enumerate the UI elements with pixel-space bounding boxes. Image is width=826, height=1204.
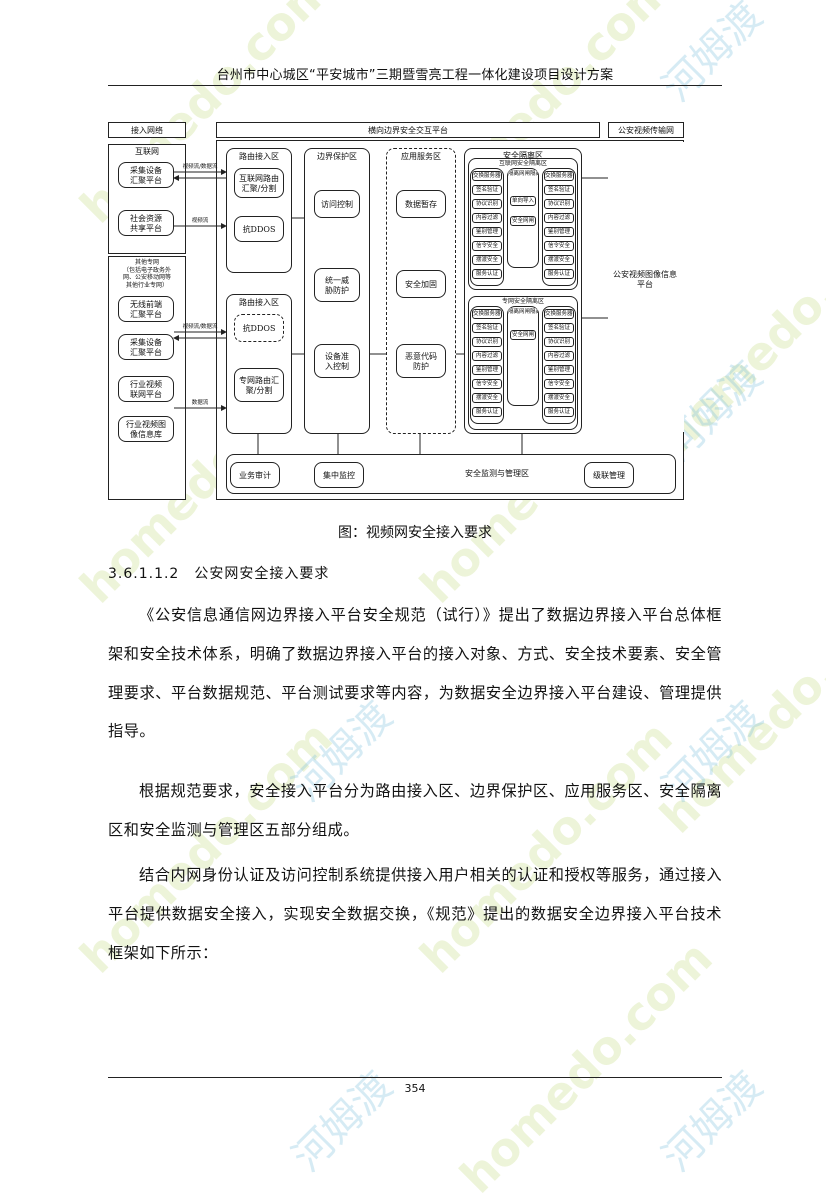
watermark-cn: 河姆渡 — [654, 1063, 772, 1181]
stack-item: 鉴别管理 — [544, 227, 574, 237]
stack-item: 摆渡安全 — [472, 255, 502, 265]
stack-item: 协议识别 — [472, 199, 502, 209]
public-video-network-header: 公安视频传输网 — [608, 122, 684, 138]
paragraph: 根据规范要求，安全接入平台分为路由接入区、边界保护区、应用服务区、安全隔离区和安… — [108, 782, 722, 839]
stack-item: 鉴别管理 — [472, 365, 502, 375]
stack-item: 签名验证 — [544, 185, 574, 195]
stack-item: 协议识别 — [544, 199, 574, 209]
stack-item: 安全网闸 — [510, 216, 536, 226]
unified-threat-protection: 统一威 胁防护 — [314, 268, 360, 302]
stack-header: 隔离网闸隔离区 — [508, 170, 538, 180]
stack-item: 服务认证 — [544, 407, 574, 417]
cascade-management: 级联管理 — [584, 462, 634, 488]
stack-item: 内容过滤 — [472, 213, 502, 223]
arrow-label: 视频流/数据流 — [182, 164, 218, 170]
stack-item: 签名验证 — [472, 323, 502, 333]
industry-video-image-db: 行业视频图 像信息库 — [118, 416, 174, 442]
access-control: 访问控制 — [314, 190, 360, 218]
figure-caption: 图：视频网安全接入要求 — [338, 525, 492, 541]
malicious-code-protection: 恶意代码 防护 — [396, 344, 446, 378]
footer-rule — [108, 1077, 722, 1078]
anti-ddos-2: 抗DDOS — [234, 314, 284, 342]
anti-ddos-1: 抗DDOS — [234, 216, 284, 242]
stack-item: 内容过滤 — [544, 351, 574, 361]
stack-item: 信令安全 — [544, 241, 574, 251]
security-access-diagram: 接入网络 互联网 采集设备 汇聚平台 社会资源 共享平台 其他专网 （包括电子政… — [108, 118, 722, 508]
stack-item: 服务认证 — [472, 269, 502, 279]
stack-item: 鉴别管理 — [472, 227, 502, 237]
stack-item: 交换服务器(网) — [544, 309, 574, 319]
stack-item: 信令安全 — [544, 379, 574, 389]
stack-item: 签名验证 — [544, 323, 574, 333]
header-rule — [108, 85, 722, 86]
stack-item: 协议识别 — [544, 337, 574, 347]
public-video-image-platform: 公安视频图像信息 平台 — [608, 142, 684, 432]
arrow-label: 视频流 — [191, 218, 209, 224]
collect-device-platform: 采集设备 汇聚平台 — [118, 162, 174, 188]
internet-router-switch: 互联网路由 汇聚/分割 — [234, 168, 284, 198]
paragraph: 结合内网身份认证及访问控制系统提供接入用户相关的认证和授权等服务，通过接入平台提… — [108, 866, 722, 962]
edge-exchange-platform-header: 横向边界安全交互平台 — [216, 122, 600, 138]
stack-item: 信令安全 — [472, 379, 502, 389]
stack-item: 服务认证 — [544, 269, 574, 279]
page-header: 台州市中心城区“平安城市”三期暨雪亮工程一体化建设项目设计方案 — [216, 68, 614, 83]
data-temp-store: 数据暂存 — [396, 190, 446, 218]
security-hardening: 安全加固 — [396, 270, 446, 298]
stack-item: 内容过滤 — [472, 351, 502, 361]
private-mid-stack — [507, 306, 539, 406]
stack-item: 内容过滤 — [544, 213, 574, 223]
industry-video-platform: 行业视频 联网平台 — [118, 376, 174, 402]
device-access-control: 设备准 入控制 — [314, 344, 360, 378]
diagram-connectors — [173, 169, 608, 454]
stack-item: 信令安全 — [472, 241, 502, 251]
section-title: 3.6.1.1.2 公安网安全接入要求 — [108, 566, 330, 582]
watermark-cn: 河姆渡 — [284, 1063, 402, 1181]
stack-item: 单向导入 — [510, 196, 536, 206]
stack-item: 摆渡安全 — [544, 393, 574, 403]
stack-item: 交换服务器(网) — [544, 171, 574, 181]
stack-item: 交换服务器(网) — [472, 309, 502, 319]
stack-item: 安全网闸 — [510, 330, 536, 340]
stack-item: 交换服务器(网) — [472, 171, 502, 181]
business-audit: 业务审计 — [230, 462, 280, 488]
wireless-frontend-platform: 无线前端 汇聚平台 — [118, 296, 174, 322]
central-monitor: 集中监控 — [314, 462, 364, 488]
access-network-header: 接入网络 — [108, 122, 186, 138]
social-resource-platform: 社会资源 共享平台 — [118, 210, 174, 236]
stack-item: 签名验证 — [472, 185, 502, 195]
stack-item: 协议识别 — [472, 337, 502, 347]
collect-device-platform-2: 采集设备 汇聚平台 — [118, 334, 174, 360]
paragraph: 《公安信息通信网边界接入平台安全规范（试行）》提出了数据边界接入平台总体框架和安… — [108, 606, 722, 741]
stack-item: 鉴别管理 — [544, 365, 574, 375]
arrow-label: 视频流/数据流 — [182, 324, 218, 330]
page-number: 354 — [404, 1082, 426, 1095]
private-router-switch: 专网路由汇 聚/分割 — [234, 368, 284, 402]
arrow-label: 数据流 — [191, 400, 209, 406]
stack-item: 服务认证 — [472, 407, 502, 417]
stack-item: 摆渡安全 — [544, 255, 574, 265]
stack-header: 隔离网闸隔离区 — [508, 308, 538, 318]
watermark-cn: 河姆渡 — [654, 0, 772, 111]
stack-item: 摆渡安全 — [472, 393, 502, 403]
